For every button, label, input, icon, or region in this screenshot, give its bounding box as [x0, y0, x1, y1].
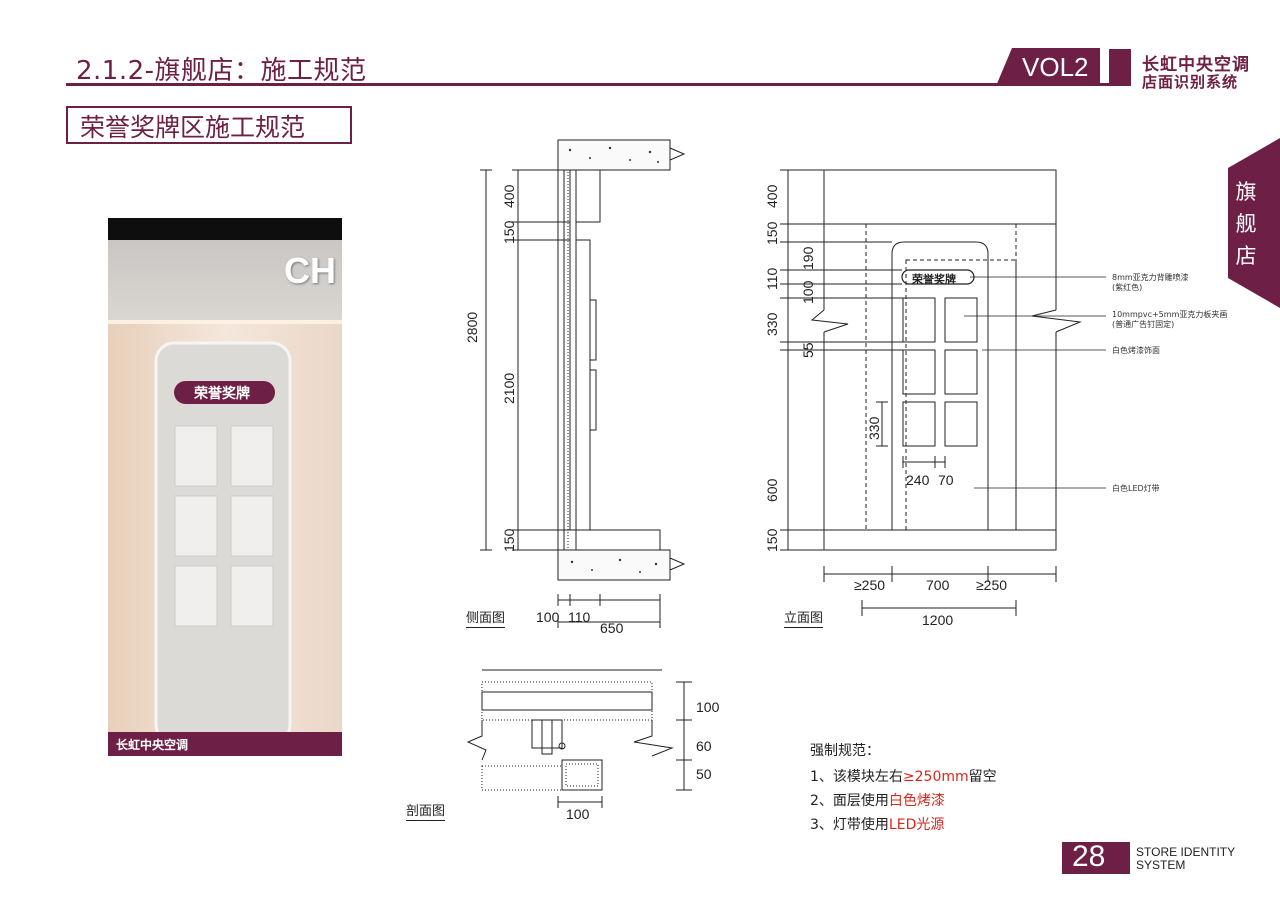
note-led-strip: 白色LED灯带 [1112, 484, 1160, 493]
front-dim-330: 330 [764, 312, 780, 336]
front-dim-190: 190 [800, 246, 816, 270]
front-dim-400: 400 [764, 184, 780, 208]
front-dim-110: 110 [764, 267, 780, 290]
front-dim-150-bottom: 150 [764, 528, 780, 552]
note-white-finish: 白色烤漆饰面 [1112, 346, 1160, 355]
side-dim-150-top: 150 [501, 220, 517, 244]
side-view-label: 侧面图 [466, 607, 506, 628]
vol-label: VOL2 [1022, 52, 1089, 82]
header-rule [66, 83, 1112, 86]
footer-system-line2: SYSTEM [1136, 858, 1186, 872]
page-number: 28 [1072, 840, 1106, 873]
page-title: 2.1.2-旗舰店：施工规范 [76, 56, 367, 86]
side-tab-char: 舰 [1235, 212, 1257, 236]
front-dim-100: 100 [800, 280, 816, 304]
front-plaque-label: 荣誉奖牌 [912, 273, 956, 286]
render-plaque-label: 荣誉奖牌 [194, 386, 250, 402]
side-dim-2100: 2100 [501, 372, 517, 404]
front-width-700: 700 [926, 577, 950, 593]
section-title-frame [66, 106, 352, 144]
brand-name: 长虹中央空调 [1142, 55, 1250, 75]
requirement-item-3: 3、灯带使用LED光源 [810, 817, 945, 833]
front-dim-240: 240 [906, 472, 930, 488]
front-view-drawing [780, 169, 1106, 616]
side-total-height: 2800 [464, 311, 480, 343]
front-view-label: 立面图 [784, 607, 824, 628]
front-margin-left: ≥250 [854, 577, 886, 593]
front-inner-height: 330 [866, 416, 882, 440]
side-tab-char: 店 [1235, 244, 1257, 268]
section-title: 荣誉奖牌区施工规范 [80, 113, 306, 142]
page-number-badge [1062, 842, 1130, 874]
section-dim-60: 60 [696, 738, 712, 754]
side-dim-100: 100 [536, 609, 560, 625]
side-view-drawing [480, 139, 686, 628]
side-tab-char: 旗 [1235, 180, 1257, 204]
brand-subtitle: 店面识别系统 [1142, 73, 1239, 91]
front-margin-right: ≥250 [976, 577, 1008, 593]
requirements-title: 强制规范： [810, 743, 880, 759]
render-footer-brand: 长虹中央空调 [116, 738, 189, 752]
note-pvc-frame: 10mmpvc+5mm亚克力板夹画 (普通广告钉固定) [1112, 310, 1228, 329]
note-acrylic: 8mm亚克力背雕喷漆 (紫红色) [1112, 273, 1189, 292]
front-dim-600: 600 [764, 478, 780, 502]
front-dim-150: 150 [764, 221, 780, 245]
side-depth: 650 [600, 620, 624, 636]
side-dim-150-bottom: 150 [501, 528, 517, 552]
side-dim-110: 110 [568, 609, 591, 625]
section-dim-100: 100 [696, 699, 720, 715]
side-tab [1228, 138, 1280, 308]
section-dim-bottom: 100 [566, 806, 590, 822]
side-tab-label: 旗 舰 店 [1234, 176, 1258, 272]
front-dim-55: 55 [800, 342, 816, 358]
footer-system-line1: STORE IDENTITY [1136, 845, 1236, 859]
front-dim-70: 70 [938, 472, 954, 488]
requirement-item-1: 1、该模块左右≥250mm留空 [810, 769, 997, 785]
vol-badge [996, 48, 1100, 86]
side-dim-400: 400 [501, 184, 517, 208]
section-view-drawing [466, 669, 692, 808]
front-total-width: 1200 [922, 612, 954, 628]
brand-mark [1109, 49, 1131, 86]
render-image [108, 218, 342, 756]
section-view-label: 剖面图 [406, 800, 446, 821]
render-logo: CH [284, 250, 336, 291]
section-dim-50: 50 [696, 766, 712, 782]
requirement-item-2: 2、面层使用白色烤漆 [810, 793, 945, 809]
